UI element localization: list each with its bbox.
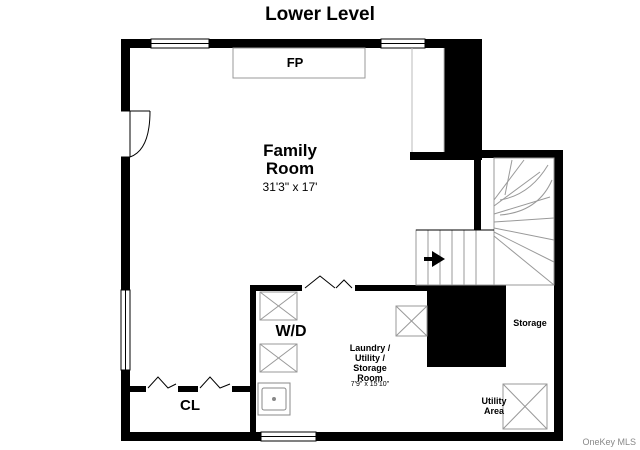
laundry-label: Laundry / Utility / Storage Room xyxy=(330,343,410,383)
watermark: OneKey MLS xyxy=(582,437,636,447)
wall-left-bottom xyxy=(121,370,130,441)
fireplace-hearth xyxy=(232,47,366,79)
laundry-door xyxy=(304,275,353,289)
storage-label: Storage xyxy=(513,318,547,328)
fireplace-label: FP xyxy=(286,55,304,70)
utility-boxes xyxy=(395,305,548,430)
laundry-line-3: Storage xyxy=(353,363,387,373)
family-room-dimensions: 31'3" x 17' xyxy=(262,180,318,194)
wall-left-mid xyxy=(121,157,130,290)
storage-block xyxy=(427,285,506,367)
wall-closet-top-left xyxy=(124,386,146,392)
closet-doors xyxy=(147,376,231,389)
wall-right-lower xyxy=(554,150,563,441)
wall-chimney xyxy=(444,39,482,158)
closet-label: CL xyxy=(180,397,200,414)
laundry-dimensions: 7'9" x 15'10" xyxy=(350,381,390,388)
washer-dryer-label: W/D xyxy=(275,323,307,340)
arrow-right-icon xyxy=(424,251,445,267)
wall-top-left xyxy=(121,39,151,48)
windows xyxy=(120,38,426,442)
stair-icon xyxy=(415,157,555,286)
wall-laundry-top-right xyxy=(355,285,428,291)
washer-dryer xyxy=(259,291,298,373)
laundry-line-4: Room xyxy=(357,373,383,383)
wall-left-top xyxy=(121,39,130,111)
wall-laundry-top-left xyxy=(250,285,302,291)
wall-top-mid xyxy=(209,39,381,48)
walls xyxy=(121,39,563,441)
utility-line-2: Area xyxy=(483,406,504,416)
door-swing-icon xyxy=(121,110,151,158)
wall-bottom-left xyxy=(121,432,261,441)
family-room-name-2: Room xyxy=(265,159,315,178)
wall-laundry-left xyxy=(250,285,256,435)
utility-line-1: Utility xyxy=(481,396,507,406)
wall-closet-top-right xyxy=(232,386,254,392)
wall-bottom-right xyxy=(316,432,563,441)
built-in xyxy=(411,48,445,152)
wall-step xyxy=(482,150,563,158)
family-room-label: Family Room xyxy=(230,142,350,178)
utility-area-label: Utility Area xyxy=(470,396,518,416)
sink-icon xyxy=(257,382,291,416)
wall-closet-top-mid xyxy=(178,386,198,392)
page-title: Lower Level xyxy=(265,4,375,25)
wall-family-partition xyxy=(410,152,482,160)
laundry-line-2: Utility / xyxy=(354,353,385,363)
family-room-name-1: Family xyxy=(263,141,317,160)
laundry-line-1: Laundry / xyxy=(349,343,391,353)
wall-stair-side xyxy=(474,158,481,230)
